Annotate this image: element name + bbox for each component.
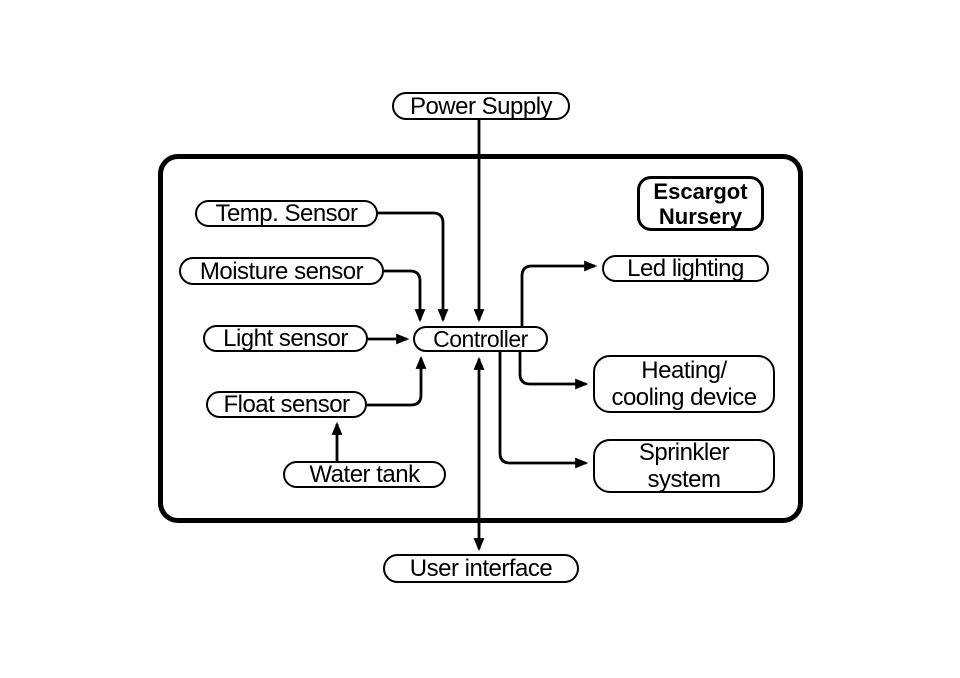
node-float-sensor: Float sensor [206, 391, 367, 418]
edge-float-to-controller [367, 355, 427, 407]
node-water-tank: Water tank [283, 461, 446, 488]
edge-controller-to-led [520, 260, 598, 327]
node-led-lighting: Led lighting [602, 255, 769, 282]
edge-controller-to-heating [518, 351, 589, 390]
node-power-supply: Power Supply [392, 92, 570, 120]
node-sprinkler-system: Sprinkler system [593, 439, 775, 493]
node-moisture-sensor: Moisture sensor [179, 257, 384, 285]
node-user-interface: User interface [383, 554, 579, 583]
edge-moisture-to-controller [384, 269, 426, 323]
node-controller: Controller [413, 326, 548, 352]
node-heating-cooling-device: Heating/ cooling device [593, 355, 775, 413]
node-light-sensor: Light sensor [203, 325, 368, 352]
system-boundary-box [158, 154, 803, 523]
diagram-title: Escargot Nursery [637, 176, 764, 231]
node-temp-sensor: Temp. Sensor [195, 200, 378, 227]
edge-temp-to-controller [378, 211, 449, 323]
edge-controller-to-sprinkler [498, 351, 589, 469]
